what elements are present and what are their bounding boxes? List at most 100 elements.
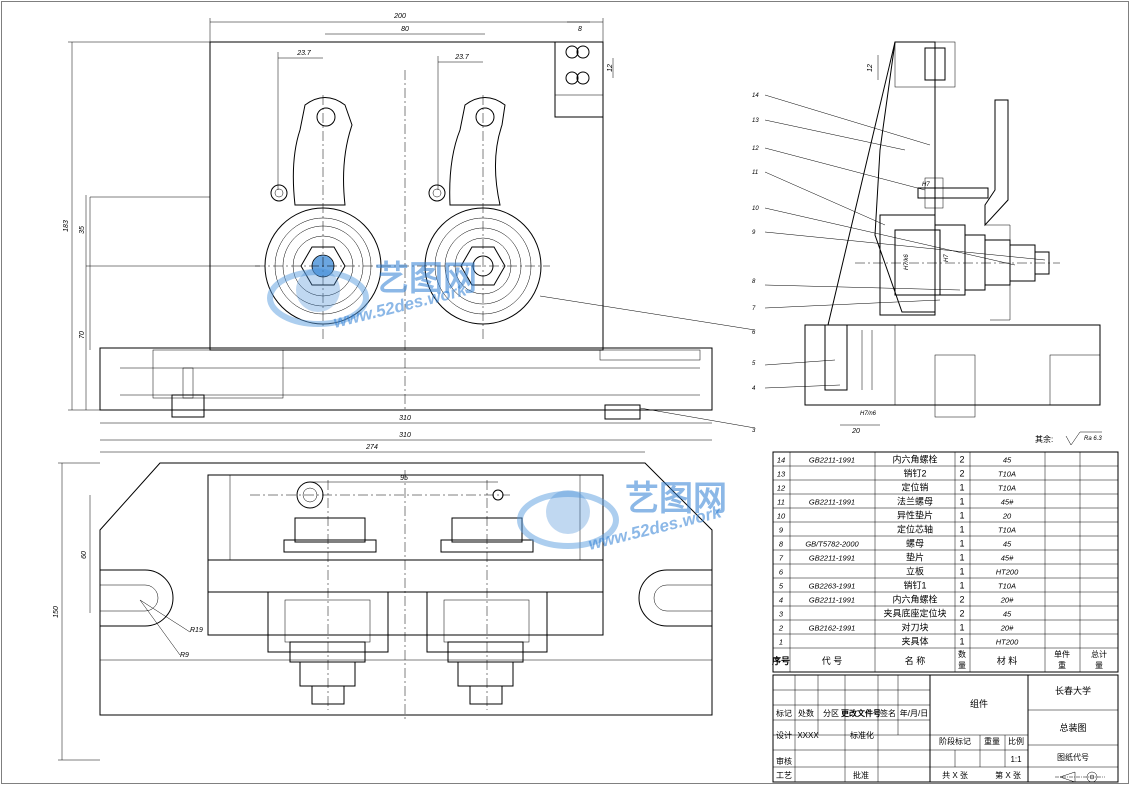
dim-310-front: 310 — [399, 415, 411, 422]
dim-200: 200 — [393, 13, 406, 20]
bom-cell-material: T10A — [998, 484, 1016, 493]
bom-cell-code: GB2211-1991 — [809, 498, 855, 507]
dim-35: 35 — [79, 226, 86, 234]
callout-10: 10 — [752, 206, 759, 212]
fit-h7: H7 — [922, 182, 930, 188]
bom-cell-material: 45# — [1001, 498, 1014, 507]
tb-sign: 签名 — [880, 708, 896, 718]
bom-cell-qty: 1 — [959, 637, 964, 647]
bom-cell-qty: 1 — [959, 581, 964, 591]
title-block: 标记 处数 分区 更改文件号 签名 年/月/日 设计 XXXX 标准化 阶段标记… — [772, 674, 1119, 783]
dim-12: 12 — [607, 64, 614, 72]
bom-cell-qty: 1 — [959, 553, 964, 563]
bom-cell-qty: 2 — [959, 609, 964, 619]
bom-cell-no: 4 — [779, 596, 783, 605]
bom-cell-name: 内六角螺栓 — [892, 454, 937, 465]
roughness-value: Ra 6.3 — [1084, 436, 1102, 442]
bom-header-qty-1: 数 — [958, 649, 966, 659]
bom-cell-name: 销钉1 — [903, 580, 926, 591]
bom-header-total-2: 量 — [1095, 661, 1103, 670]
roughness-note: 其余: Ra 6.3 — [1035, 431, 1102, 446]
left-lever-arm — [292, 97, 353, 206]
callout-12: 12 — [752, 146, 759, 152]
side-view: 14 13 12 11 10 9 8 7 6 5 4 3 12 20 H7 H7… — [752, 41, 1101, 435]
dim-r19: R19 — [190, 627, 203, 634]
bom-cell-code: GB2211-1991 — [809, 596, 855, 605]
bom-cell-no: 6 — [779, 568, 784, 577]
tb-school: 长春大学 — [1055, 685, 1091, 696]
dim-95: 95 — [400, 475, 408, 482]
dim-20: 20 — [851, 428, 860, 435]
bom-cell-no: 11 — [777, 498, 785, 507]
callout-14: 14 — [752, 93, 759, 99]
bom-cell-material: 45 — [1003, 456, 1012, 465]
tb-scale-label: 比例 — [1008, 736, 1024, 746]
bom-cell-qty: 1 — [959, 623, 964, 633]
bom-cell-qty: 1 — [959, 511, 964, 521]
tb-designer: XXXX — [797, 731, 819, 740]
bom-cell-name: 异性垫片 — [897, 510, 933, 521]
fit-h7-b: H7 — [944, 254, 950, 262]
bom-cell-qty: 1 — [959, 567, 964, 577]
dim-150: 150 — [53, 606, 60, 618]
bom-cell-no: 12 — [777, 484, 786, 493]
tb-mark: 标记 — [776, 708, 792, 718]
callout-13: 13 — [752, 118, 759, 124]
dim-310-top: 310 — [399, 432, 411, 439]
dim-183: 183 — [63, 220, 70, 232]
dim-70: 70 — [79, 331, 86, 339]
bom-cell-qty: 2 — [959, 595, 964, 605]
dim-23-7-left: 23.7 — [296, 50, 312, 57]
bom-header-no: 序号 — [772, 655, 790, 666]
bom-cell-material: T10A — [998, 582, 1016, 591]
dim-274: 274 — [365, 444, 378, 451]
bom-cell-qty: 2 — [959, 455, 964, 465]
watermark-2: 艺图网 www.52des.work — [517, 480, 727, 554]
bom-cell-name: 垫片 — [906, 552, 924, 563]
bom-cell-no: 13 — [777, 470, 786, 479]
bom-cell-material: 45# — [1001, 554, 1014, 563]
tb-design: 设计 — [776, 730, 792, 740]
bom-cell-qty: 2 — [959, 469, 964, 479]
dim-80: 80 — [401, 26, 409, 33]
bom-cell-name: 定位芯轴 — [897, 524, 933, 535]
projection-symbol-icon — [1055, 771, 1105, 783]
bom-cell-qty: 1 — [959, 539, 964, 549]
bom-cell-no: 8 — [779, 540, 784, 549]
bom-cell-code: GB2162-1991 — [809, 624, 856, 633]
dim-r9: R9 — [180, 652, 189, 659]
tb-date: 年/月/日 — [900, 708, 928, 718]
bom-header-name: 名 称 — [905, 655, 926, 666]
bom-cell-code: GB/T5782-2000 — [805, 540, 859, 549]
right-lever-arm — [449, 97, 506, 206]
callout-4: 4 — [752, 386, 756, 392]
bom-cell-name: 对刀块 — [901, 622, 928, 633]
tb-group: 组件 — [970, 698, 988, 709]
bom-cell-material: 45 — [1003, 610, 1012, 619]
bom-cell-name: 夹具底座定位块 — [883, 608, 946, 619]
bom-header-unit-1: 单件 — [1054, 649, 1070, 659]
bom-cell-no: 10 — [777, 512, 786, 521]
dim-60: 60 — [81, 551, 88, 559]
bom-cell-material: 20# — [1000, 596, 1014, 605]
right-u-slot — [638, 569, 712, 627]
callout-5: 5 — [752, 361, 756, 367]
vertical-plate-outline — [209, 41, 604, 351]
tb-sheets-total: 共 X 张 — [942, 771, 968, 780]
callout-9: 9 — [752, 230, 756, 236]
fit-h7-k6: H7/k6 — [904, 254, 910, 270]
